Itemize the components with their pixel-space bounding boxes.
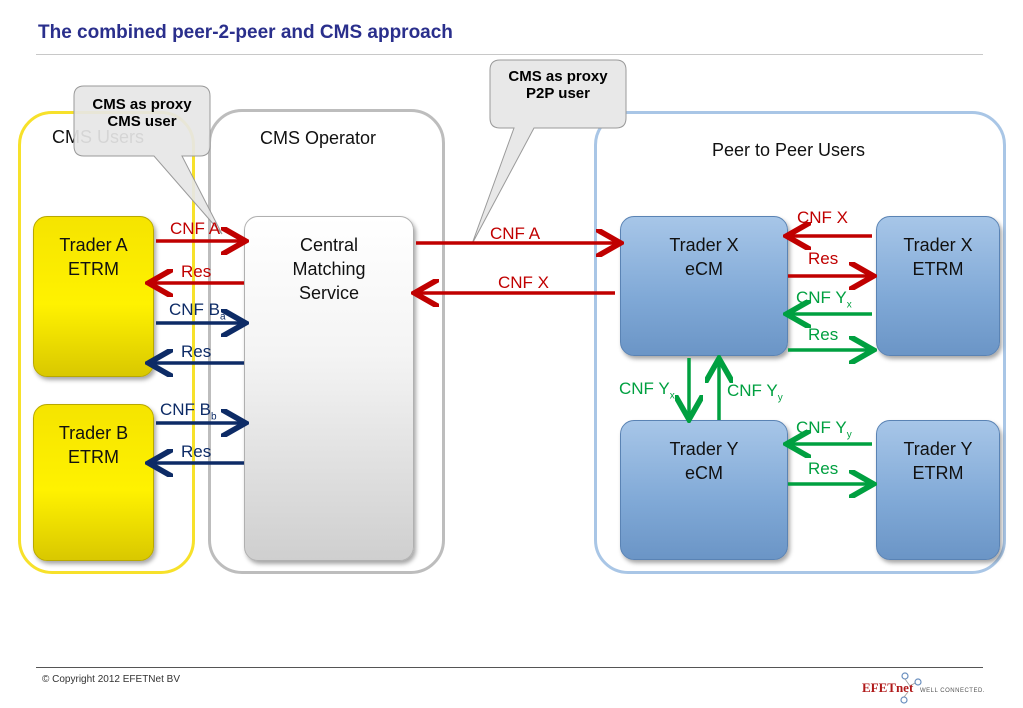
group-label-p2p-users: Peer to Peer Users	[712, 140, 866, 160]
label-text: CNF Y	[796, 288, 847, 307]
label-text: CNF B	[160, 400, 211, 419]
label-subscript: a	[220, 311, 226, 323]
callout-proxy-cms-text: CMS as proxy CMS user	[92, 96, 192, 130]
group-cms-operator	[208, 109, 445, 574]
node-trader-b-etrm: Trader B ETRM	[33, 404, 154, 561]
node-label: Trader Y eCM	[669, 439, 739, 483]
node-label: Trader X eCM	[669, 235, 739, 279]
label-xy-cnf-yy: CNF Yy	[727, 381, 783, 403]
label-cms-cnf-x: CNF X	[498, 273, 549, 292]
footer-divider	[36, 667, 983, 668]
group-p2p-users	[594, 111, 1006, 574]
label-subscript: y	[846, 429, 852, 441]
node-trader-x-ecm: Trader X eCM	[620, 216, 788, 356]
label-y-cnf-y: CNF Yy	[796, 418, 852, 440]
label-subscript: x	[669, 390, 675, 402]
footer-copyright: © Copyright 2012 EFETNet BV	[42, 674, 180, 685]
efetnet-logo: EFETnet WELL CONNECTED.	[858, 672, 988, 704]
label-subscript: b	[211, 411, 217, 423]
label-text: CNF Y	[619, 379, 670, 398]
label-x-cnf-y: CNF Yx	[796, 288, 852, 310]
label-cms-cnf-a: CNF A	[490, 224, 541, 243]
node-trader-a-etrm: Trader A ETRM	[33, 216, 154, 377]
node-label: Trader B ETRM	[58, 423, 129, 467]
label-a-res: Res	[181, 262, 212, 281]
callout-proxy-p2p-text: CMS as proxy P2P user	[508, 68, 608, 102]
node-trader-x-etrm: Trader X ETRM	[876, 216, 1000, 356]
label-text: CNF B	[169, 300, 220, 319]
label-y-res: Res	[808, 459, 839, 478]
logo-tagline: WELL CONNECTED.	[920, 688, 985, 694]
label-b-cnf-b: CNF Bb	[160, 400, 217, 422]
header-divider	[36, 54, 983, 55]
node-label: Central Matching Service	[292, 235, 366, 303]
label-x-cnf-x: CNF X	[797, 208, 848, 227]
node-label: Trader A ETRM	[59, 235, 128, 279]
group-label-cms-operator: CMS Operator	[260, 128, 377, 148]
node-trader-y-ecm: Trader Y eCM	[620, 420, 788, 560]
node-trader-y-etrm: Trader Y ETRM	[876, 420, 1000, 560]
label-x-res: Res	[808, 249, 839, 268]
label-a-cnf-a: CNF A	[170, 219, 221, 238]
label-subscript: y	[777, 392, 783, 404]
node-central-matching-service: Central Matching Service	[244, 216, 414, 561]
callout-proxy-p2p-shape	[471, 59, 627, 245]
label-b-res: Res	[181, 442, 212, 461]
label-text: CNF Y	[796, 418, 847, 437]
callout-proxy-cms-shape	[73, 85, 223, 235]
logo-wordmark: EFETnet	[862, 680, 914, 695]
label-subscript: x	[846, 299, 852, 311]
label-x-res2: Res	[808, 325, 839, 344]
label-xy-cnf-yx: CNF Yx	[619, 379, 675, 401]
node-label: Trader X ETRM	[903, 235, 973, 279]
page-title: The combined peer-2-peer and CMS approac…	[38, 22, 453, 43]
logo-network-icon	[900, 672, 922, 704]
node-label: Trader Y ETRM	[903, 439, 973, 483]
label-a-cnf-b: CNF Ba	[169, 300, 226, 322]
label-text: CNF Y	[727, 381, 778, 400]
label-a-res2: Res	[181, 342, 212, 361]
